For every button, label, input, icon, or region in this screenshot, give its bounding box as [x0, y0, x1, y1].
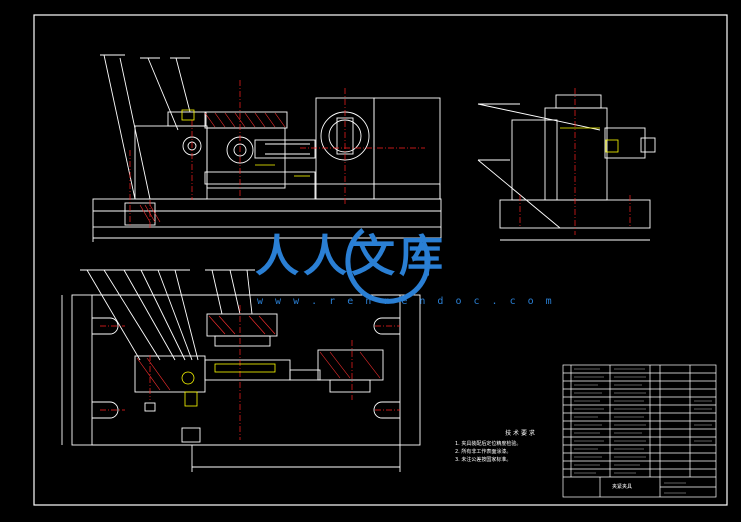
side-view-yellow-details [560, 127, 619, 153]
watermark-swoosh-icon [345, 228, 431, 304]
note-item: 3. 未注公差按国家标准。 [455, 457, 512, 463]
front-view-hatching [139, 112, 286, 223]
technical-notes: 技 术 要 求 1. 夹具装配后定位精度检验。 2. 所有非工作表面涂漆。 3.… [455, 430, 565, 464]
top-view-yellow-details [181, 363, 276, 407]
side-view [477, 94, 656, 241]
top-view [61, 269, 421, 472]
top-view-centerlines [100, 305, 400, 440]
notes-title: 技 术 要 求 [505, 430, 535, 437]
watermark-brand: 人人文库 [255, 231, 447, 282]
front-view-yellow-details [181, 109, 310, 177]
top-view-hatching [136, 315, 381, 391]
drawing-name-label: 夹紧夹具 [612, 483, 632, 490]
parts-list-scribbles [574, 368, 712, 494]
drawing-frame [33, 14, 728, 506]
front-view-centerlines [129, 80, 425, 228]
watermark: 人人文库 w w w . r e n r e n d o c . c o m [245, 212, 552, 312]
side-view-centerlines [519, 88, 631, 235]
watermark-url: w w w . r e n r e n d o c . c o m [257, 296, 555, 307]
note-item: 1. 夹具装配后定位精度检验。 [455, 441, 522, 447]
note-item: 2. 所有非工作表面涂漆。 [455, 449, 512, 455]
parts-list-table [562, 364, 717, 498]
